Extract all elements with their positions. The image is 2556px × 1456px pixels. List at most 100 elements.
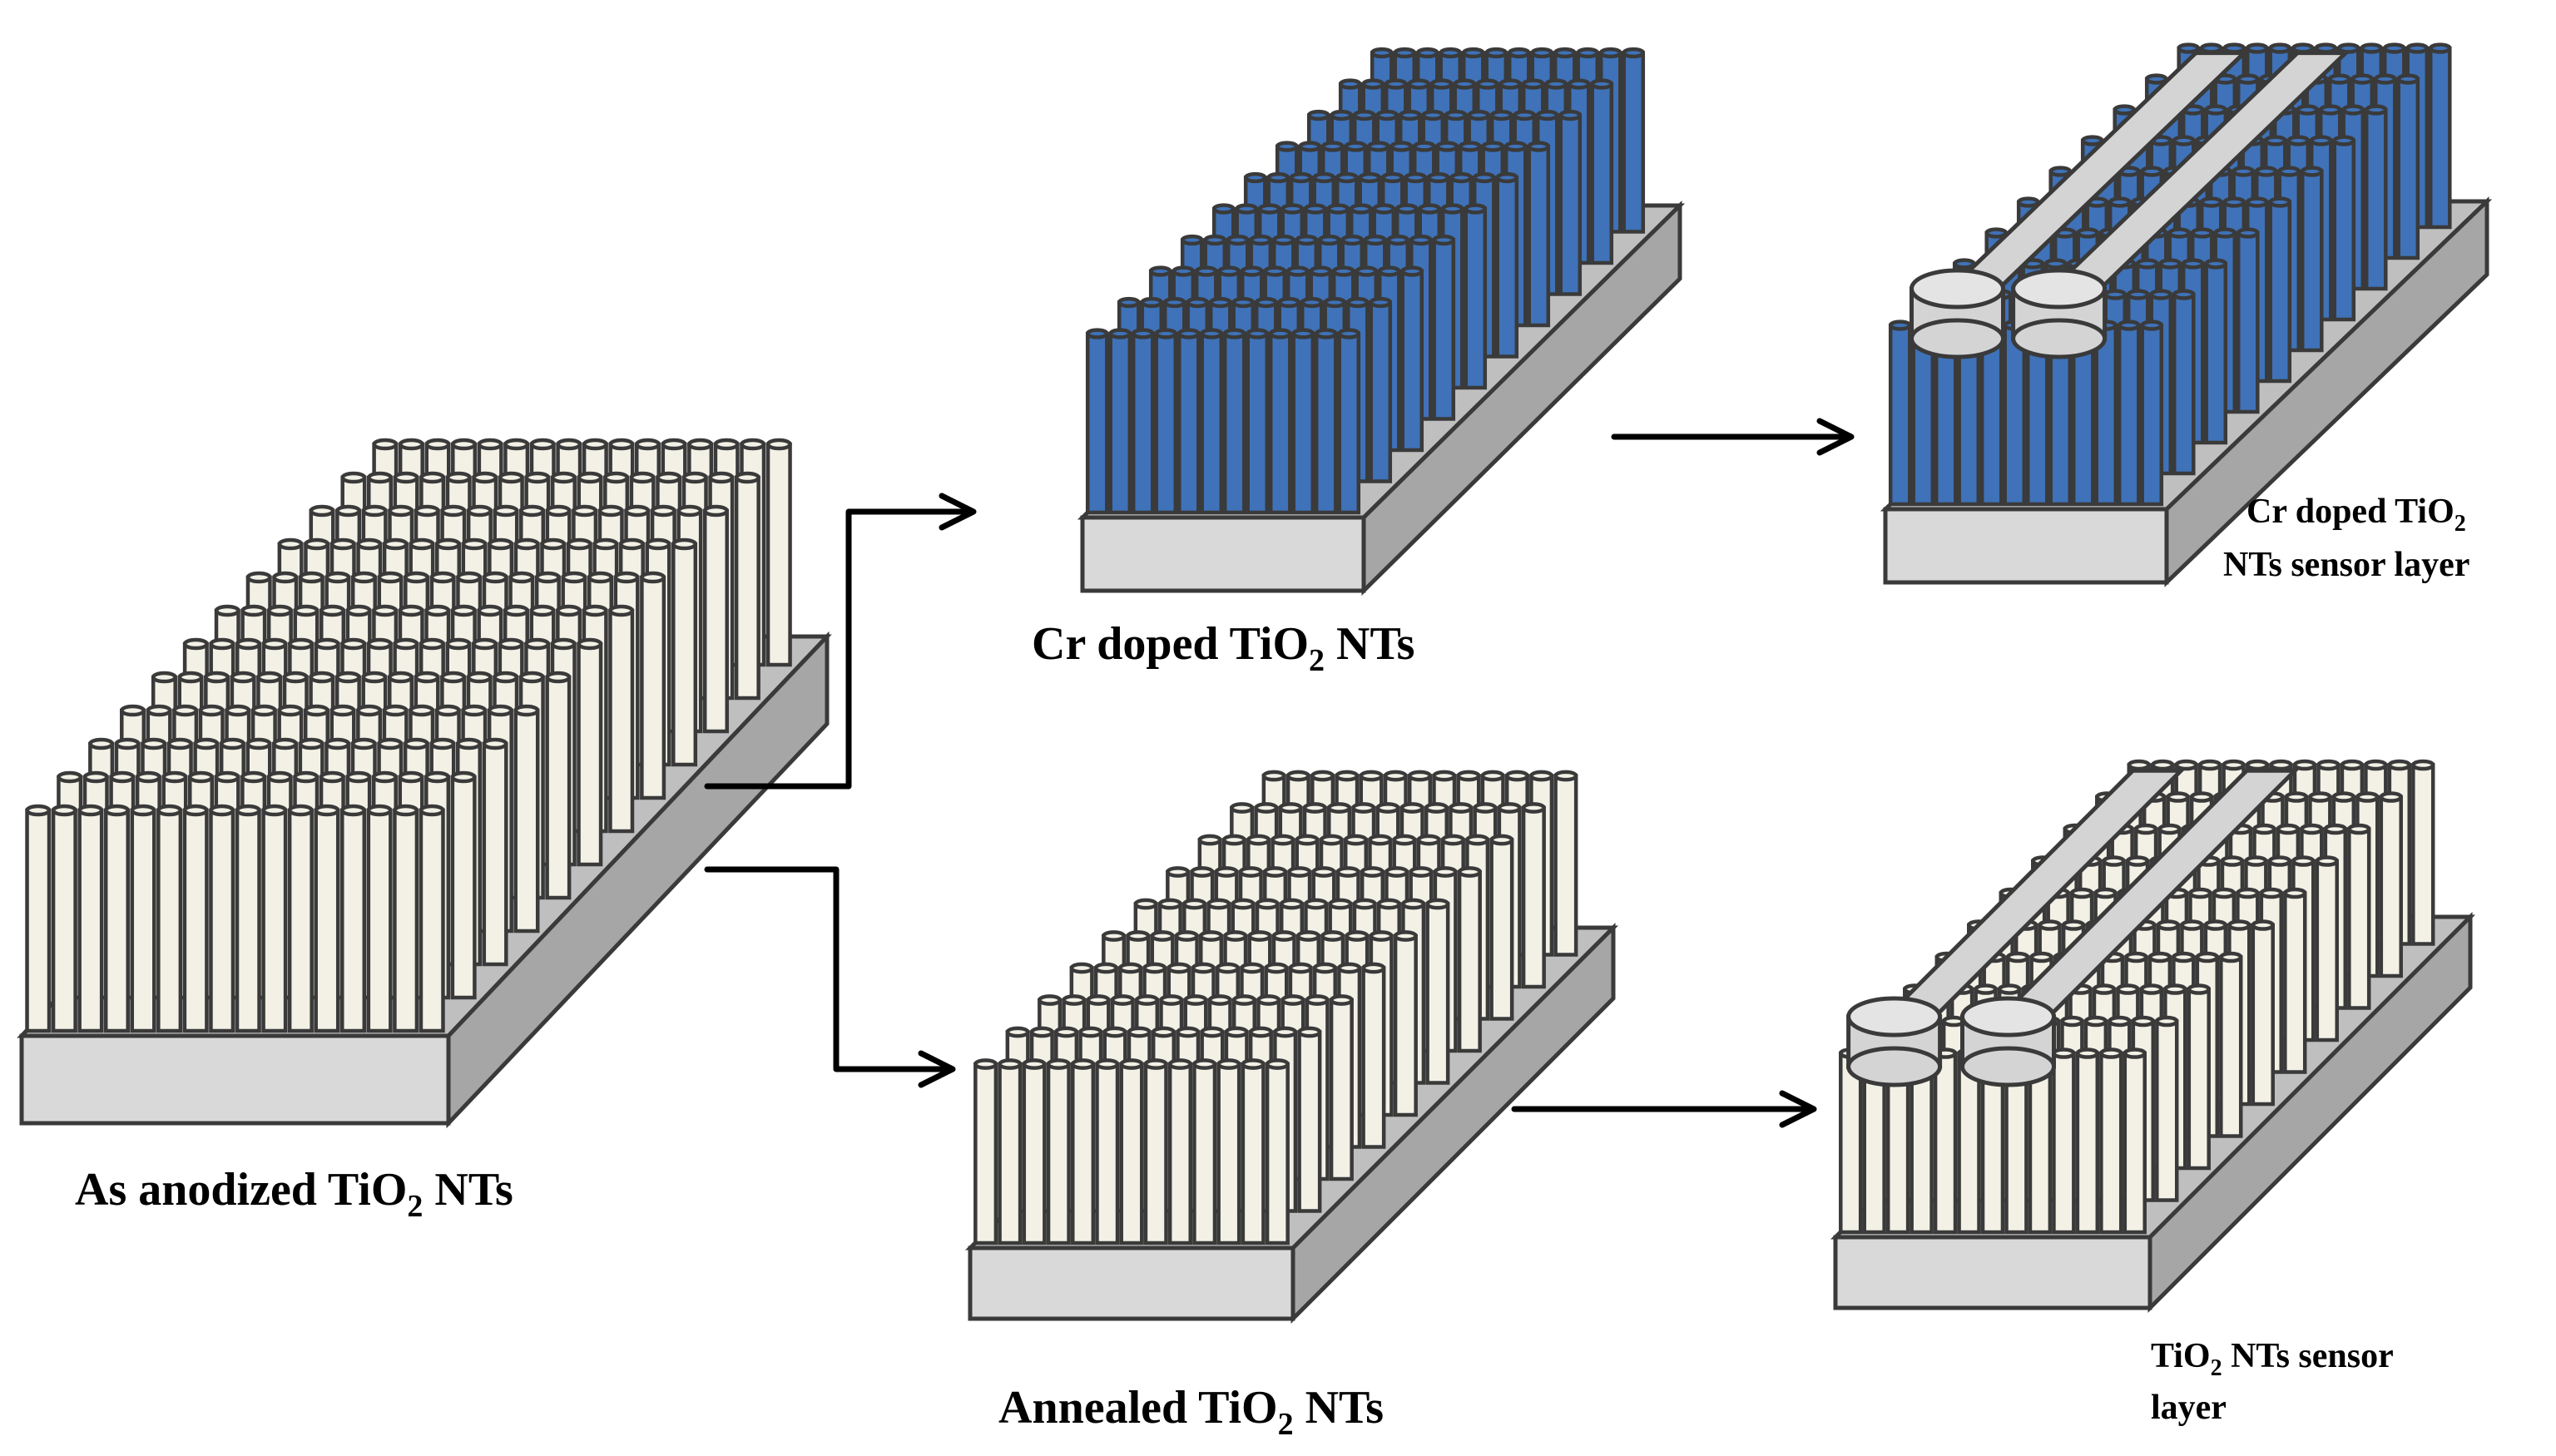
nanotube-top xyxy=(503,604,529,617)
block-annealed xyxy=(964,770,1619,1325)
nanotube-top xyxy=(577,471,603,484)
nanotube-top xyxy=(1314,328,1338,339)
label-as-anodized: As anodized TiO2 NTs xyxy=(75,1164,513,1224)
nanotube xyxy=(765,442,792,667)
nanotube-top xyxy=(2355,791,2380,803)
nanotube-top xyxy=(1278,802,1303,814)
nanotube-top xyxy=(287,804,314,817)
nanotube xyxy=(513,708,540,934)
nanotube-top xyxy=(1345,930,1370,942)
nanotube-top xyxy=(1377,265,1401,277)
substrate-front xyxy=(1883,507,2169,585)
nanotube-top xyxy=(1211,203,1236,215)
nanotube-top xyxy=(1221,834,1246,846)
nanotube-top xyxy=(472,471,498,484)
nanotube-top xyxy=(1310,770,1335,782)
nanotube-top xyxy=(204,671,230,684)
nanotube-top xyxy=(2318,104,2342,116)
nanotube-top xyxy=(1311,866,1336,878)
nanotube-top xyxy=(409,704,435,717)
nanotube-top xyxy=(1069,962,1094,974)
nanotube-top xyxy=(1285,265,1310,277)
nanotube xyxy=(340,808,367,1033)
nanotube-top xyxy=(582,604,608,617)
nanotube-top xyxy=(1078,1026,1103,1038)
arrow-head-annealed xyxy=(918,1050,956,1088)
nanotube-top xyxy=(597,504,624,518)
nanotube-top xyxy=(513,704,540,717)
nanotube-top xyxy=(1197,834,1222,846)
nanotube-top xyxy=(603,471,630,484)
nanotube-top xyxy=(293,604,320,617)
nanotube-top xyxy=(2315,855,2339,867)
nanotube-top xyxy=(109,770,136,784)
label-annealed: Annealed TiO2 NTs xyxy=(998,1382,1384,1442)
nanotube-top xyxy=(172,704,199,717)
nanotube-top xyxy=(676,504,703,518)
nanotube-top xyxy=(461,704,488,717)
nanotube xyxy=(734,475,760,701)
nanotube xyxy=(2172,292,2196,476)
nanotube-top xyxy=(1247,930,1272,942)
nanotube xyxy=(1400,269,1424,453)
nanotube-top xyxy=(1567,78,1591,90)
nanotube-top xyxy=(556,604,582,617)
nanotube-top xyxy=(2364,104,2388,116)
nanotube-top xyxy=(1389,141,1414,152)
nanotube-top xyxy=(1507,47,1531,59)
nanotube xyxy=(2052,1051,2076,1235)
nanotube-top xyxy=(350,571,377,584)
nanotube-top xyxy=(335,504,362,518)
nanotube-top xyxy=(1167,1058,1192,1070)
nanotube-top xyxy=(1432,770,1457,782)
nanotube-top xyxy=(398,604,424,617)
nanotube xyxy=(130,808,156,1033)
electrode-pad-bottom xyxy=(2011,318,2108,359)
nanotube xyxy=(2300,169,2324,353)
nanotube-top xyxy=(329,704,356,717)
nanotube-top xyxy=(1409,866,1434,878)
nanotube-top xyxy=(235,637,261,651)
nanotube-top xyxy=(645,537,671,551)
nanotube-top xyxy=(1418,203,1442,215)
nanotube-top xyxy=(650,504,676,518)
nanotube xyxy=(2411,763,2435,946)
nanotube xyxy=(702,508,729,734)
nanotube-top xyxy=(2189,791,2214,803)
label-as-anodized-tail: NTs xyxy=(423,1164,513,1216)
nanotube-top xyxy=(424,438,451,451)
nanotube xyxy=(545,675,572,900)
nanotube-top xyxy=(440,504,467,518)
nanotube-top xyxy=(472,637,498,651)
nanotube-top xyxy=(1530,47,1554,59)
nanotube-top xyxy=(198,704,225,717)
nanotube-top xyxy=(2245,759,2270,771)
block-tio2-sensor xyxy=(1830,759,2476,1314)
nanotube-top xyxy=(1306,109,1330,121)
nanotube-top xyxy=(2316,759,2341,771)
nanotube-top xyxy=(309,504,335,518)
nanotube-top xyxy=(1467,109,1491,121)
nanotube-top xyxy=(1241,1058,1266,1070)
nanotube-top xyxy=(1407,78,1431,90)
nanotube-top xyxy=(1424,802,1449,814)
nanotube-top xyxy=(1214,866,1239,878)
nanotube-top xyxy=(245,737,272,750)
nanotube-top xyxy=(1535,109,1559,121)
nanotube xyxy=(1622,51,1646,234)
nanotube-top xyxy=(303,704,329,717)
nanotube-top xyxy=(250,704,277,717)
nanotube-top xyxy=(1176,1026,1201,1038)
nanotube xyxy=(2236,230,2260,414)
nanotube-top xyxy=(2204,258,2228,270)
nanotube-top xyxy=(1412,141,1436,152)
nanotube-top xyxy=(146,704,172,717)
nanotube-top xyxy=(1317,234,1341,246)
nanotube-top xyxy=(1429,78,1454,90)
nanotube-top xyxy=(1203,234,1227,246)
nanotube-top xyxy=(356,704,383,717)
nanotube-top xyxy=(529,604,556,617)
nanotube xyxy=(314,808,340,1033)
nanotube-top xyxy=(1415,47,1439,59)
nanotube-top xyxy=(414,671,440,684)
